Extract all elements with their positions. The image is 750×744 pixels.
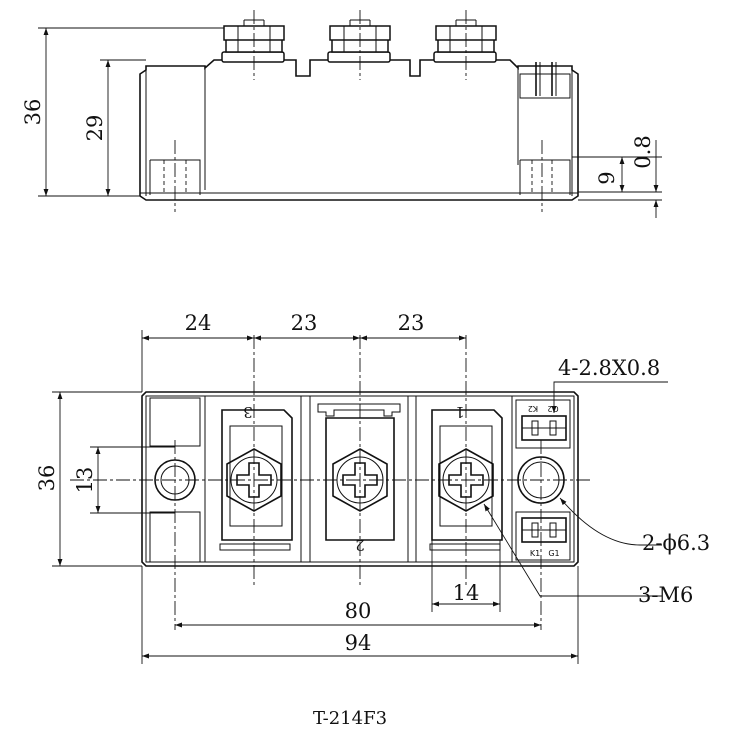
side-view: 36 29 9 0.8	[21, 10, 662, 218]
dim-pitch-1: 24	[185, 311, 212, 335]
dim-side-body-height: 29	[83, 115, 107, 142]
terminal-label-3: 3	[243, 403, 253, 421]
terminal-nut-left	[221, 19, 285, 63]
terminal-label-1: 1	[455, 403, 465, 421]
drawing-caption: T-214F3	[313, 708, 387, 729]
dim-terminal-width: 14	[453, 581, 480, 605]
pin-label-k1: K1	[530, 549, 540, 558]
screw-1-cross	[448, 462, 484, 498]
dim-hole-span: 13	[73, 467, 97, 494]
dim-overall-length: 94	[345, 631, 372, 655]
screw-2-nut	[332, 448, 388, 512]
dim-side-terminal-height: 9	[595, 171, 619, 184]
control-pins-side	[519, 62, 571, 99]
screw-2-cross	[342, 462, 378, 498]
terminal-2-plate	[317, 403, 401, 541]
pin-label-g1: G1	[548, 549, 559, 558]
terminal-3-plate	[219, 409, 293, 551]
terminal-nut-middle	[327, 19, 391, 63]
top-body-outline	[141, 391, 579, 567]
dim-top-width: 36	[35, 465, 59, 492]
top-view: 3 2 1	[35, 311, 710, 664]
screw-1-nut	[438, 448, 494, 512]
dim-pitch-2: 23	[291, 311, 318, 335]
dim-side-base-step: 0.8	[631, 135, 655, 168]
pin-label-g2: G2	[547, 404, 558, 413]
callout-tabs: 4-2.8X0.8	[558, 356, 660, 380]
control-terminals-top	[515, 399, 571, 561]
terminal-1-plate	[429, 409, 503, 551]
callout-screws: 3-M6	[638, 583, 693, 607]
callout-holes: 2-ϕ6.3	[642, 531, 710, 555]
screw-3-cross	[236, 462, 272, 498]
side-base	[139, 59, 579, 201]
dim-mount-distance: 80	[345, 599, 372, 623]
screw-3-nut	[226, 448, 282, 512]
terminal-nut-right	[433, 19, 497, 63]
dim-pitch-3: 23	[398, 311, 425, 335]
dim-side-total-height: 36	[21, 99, 45, 126]
pin-label-k2: K2	[528, 404, 538, 413]
